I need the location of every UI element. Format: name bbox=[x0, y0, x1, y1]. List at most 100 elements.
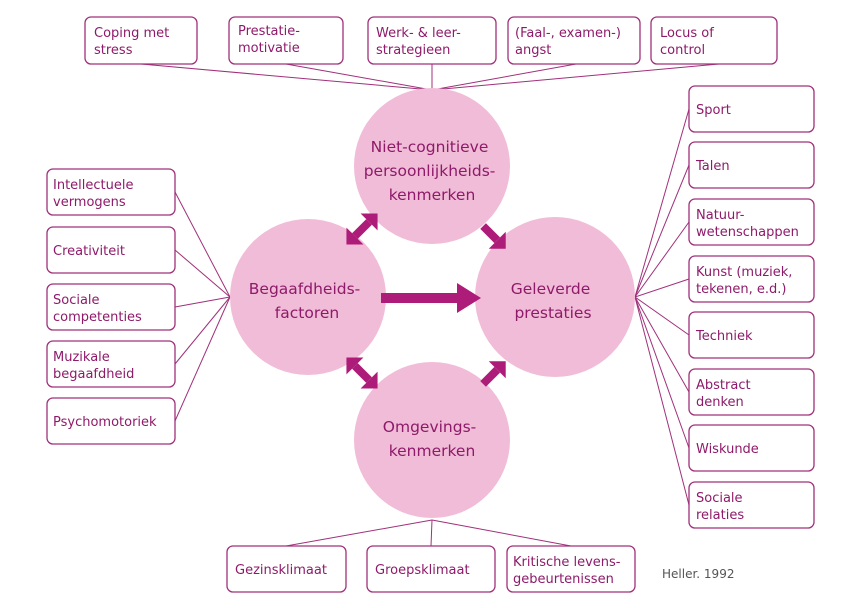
factor-box-label-line: (Faal-, examen-) bbox=[515, 26, 621, 41]
performance-label: Geleverde prestaties bbox=[511, 280, 596, 322]
factor-box: Muzikale begaafdheid bbox=[46, 340, 176, 388]
domain-box: Natuur- wetenschappen bbox=[688, 198, 815, 246]
non-cognitive-label-line: Niet-cognitieve bbox=[371, 138, 489, 156]
factor-box: Locus of control bbox=[650, 16, 778, 65]
factor-box: Prestatie- motivatie bbox=[228, 16, 344, 65]
factor-box-label: Prestatie- motivatie bbox=[238, 24, 304, 56]
left-factor-boxes: Intellectuele vermogens Creativiteit Soc… bbox=[46, 168, 176, 445]
non-cognitive-label: Niet-cognitieve persoonlijkheids- kenmer… bbox=[364, 138, 501, 204]
factor-box: Werk- & leer- strategieen bbox=[367, 16, 497, 65]
factor-box-label: Sociale competenties bbox=[53, 293, 142, 325]
performance-label-line: prestaties bbox=[514, 304, 591, 322]
factor-box-label-line: Kritische levens- bbox=[513, 555, 621, 570]
connector-lines bbox=[140, 63, 720, 547]
factor-box-label-line: Locus of bbox=[660, 26, 714, 41]
factor-box-label-line: vermogens bbox=[53, 195, 126, 210]
factor-box: Psychomotoriek bbox=[46, 397, 176, 445]
factor-box: (Faal-, examen-) angst bbox=[507, 16, 641, 65]
domain-box-label-line: Kunst (muziek, bbox=[696, 265, 792, 280]
non-cognitive-circle bbox=[354, 88, 510, 244]
non-cognitive-label-line: kenmerken bbox=[389, 186, 476, 204]
domain-box: Sociale relaties bbox=[688, 481, 815, 529]
domain-box-label-line: denken bbox=[696, 395, 744, 410]
domain-box: Talen bbox=[688, 141, 815, 189]
factor-box-label: Locus of control bbox=[660, 26, 718, 58]
factor-box-label: Werk- & leer- strategieen bbox=[376, 26, 465, 58]
factor-box: Groepsklimaat bbox=[366, 545, 496, 593]
factor-box-label-line: angst bbox=[515, 43, 551, 58]
factor-box-label-line: Prestatie- bbox=[238, 24, 300, 39]
factor-box-label-line: begaafdheid bbox=[53, 367, 134, 382]
factor-box: Coping met stress bbox=[84, 16, 198, 65]
factor-box-label: Groepsklimaat bbox=[375, 563, 470, 578]
giftedness-label-line: Begaafdheids- bbox=[249, 280, 360, 298]
domain-box: Wiskunde bbox=[688, 424, 815, 472]
domain-box-label-line: relaties bbox=[696, 508, 744, 523]
domain-box-label-line: Natuur- bbox=[696, 208, 745, 223]
factor-box-label-line: gebeurtenissen bbox=[513, 572, 614, 587]
factor-box: Intellectuele vermogens bbox=[46, 168, 176, 216]
bottom-factor-boxes: Gezinsklimaat Groepsklimaat Kritische le… bbox=[226, 545, 636, 593]
circles bbox=[230, 88, 635, 518]
factor-box-label-line: Intellectuele bbox=[53, 178, 133, 193]
giftedness-label: Begaafdheids- factoren bbox=[249, 280, 365, 322]
domain-box-label-line: Abstract bbox=[696, 378, 751, 393]
non-cognitive-label-line: persoonlijkheids- bbox=[364, 162, 496, 180]
environment-label-line: Omgevings- bbox=[383, 418, 476, 436]
domain-box-label-line: tekenen, e.d.) bbox=[696, 282, 787, 297]
factor-box-label: Coping met stress bbox=[94, 26, 173, 58]
domain-box-label: Talen bbox=[695, 159, 730, 174]
factor-box-label-line: Psychomotoriek bbox=[53, 415, 157, 430]
circle-labels: Niet-cognitieve persoonlijkheids- kenmer… bbox=[249, 138, 596, 460]
factor-box-label: Gezinsklimaat bbox=[235, 563, 327, 578]
domain-box-label-line: Wiskunde bbox=[696, 442, 759, 457]
giftedness-label-line: factoren bbox=[275, 304, 339, 322]
domain-box-label-line: Talen bbox=[695, 159, 730, 174]
domain-box: Abstract denken bbox=[688, 368, 815, 416]
factor-box-label: Kritische levens- gebeurtenissen bbox=[513, 555, 625, 587]
performance-circle bbox=[475, 217, 635, 377]
domain-box-label-line: Techniek bbox=[695, 329, 753, 344]
right-domain-boxes: Sport Talen Natuur- wetenschappen Kunst … bbox=[688, 85, 815, 529]
factor-box-label-line: Werk- & leer- bbox=[376, 26, 461, 41]
domain-box-label: Sociale relaties bbox=[696, 491, 747, 523]
performance-label-line: Geleverde bbox=[511, 280, 591, 298]
factor-box-label: Psychomotoriek bbox=[53, 415, 157, 430]
environment-label-line: kenmerken bbox=[389, 442, 476, 460]
environment-circle bbox=[354, 362, 510, 518]
domain-box: Kunst (muziek, tekenen, e.d.) bbox=[688, 255, 815, 303]
factor-box: Creativiteit bbox=[46, 226, 176, 274]
factor-box-label: Intellectuele vermogens bbox=[53, 178, 138, 210]
double-arrow-bottom-left bbox=[346, 357, 378, 389]
factor-box-label-line: Sociale bbox=[53, 293, 100, 308]
environment-label: Omgevings- kenmerken bbox=[383, 418, 481, 460]
factor-box-label-line: Gezinsklimaat bbox=[235, 563, 327, 578]
double-arrow-top-left bbox=[346, 213, 378, 245]
giftedness-circle bbox=[230, 219, 386, 375]
factor-box: Sociale competenties bbox=[46, 283, 176, 331]
factor-box: Kritische levens- gebeurtenissen bbox=[506, 545, 636, 593]
main-arrow bbox=[381, 283, 481, 313]
factor-box-label-line: Groepsklimaat bbox=[375, 563, 470, 578]
domain-box-label: Techniek bbox=[695, 329, 753, 344]
factor-box: Gezinsklimaat bbox=[226, 545, 347, 593]
credit-text: Heller. 1992 bbox=[662, 567, 734, 581]
factor-box-label: Muzikale begaafdheid bbox=[53, 350, 134, 382]
top-factor-boxes: Coping met stress Prestatie- motivatie W… bbox=[84, 16, 778, 65]
domain-box: Techniek bbox=[688, 311, 815, 359]
factor-box-label-line: Creativiteit bbox=[53, 244, 125, 259]
domain-box-label-line: wetenschappen bbox=[696, 225, 799, 240]
arrows bbox=[346, 213, 506, 389]
domain-box-label: Kunst (muziek, tekenen, e.d.) bbox=[696, 265, 797, 297]
factor-box-label-line: stress bbox=[94, 43, 133, 58]
domain-box-label-line: Sport bbox=[696, 103, 731, 118]
factor-box-label-line: motivatie bbox=[238, 41, 300, 56]
domain-box-label: Sport bbox=[696, 103, 731, 118]
factor-box-label-line: strategieen bbox=[376, 43, 450, 58]
domain-box-label: Natuur- wetenschappen bbox=[696, 208, 799, 240]
factor-box-label-line: competenties bbox=[53, 310, 142, 325]
domain-box: Sport bbox=[688, 85, 815, 133]
factor-box-label-line: control bbox=[660, 43, 705, 58]
factor-box-label-line: Coping met bbox=[94, 26, 169, 41]
